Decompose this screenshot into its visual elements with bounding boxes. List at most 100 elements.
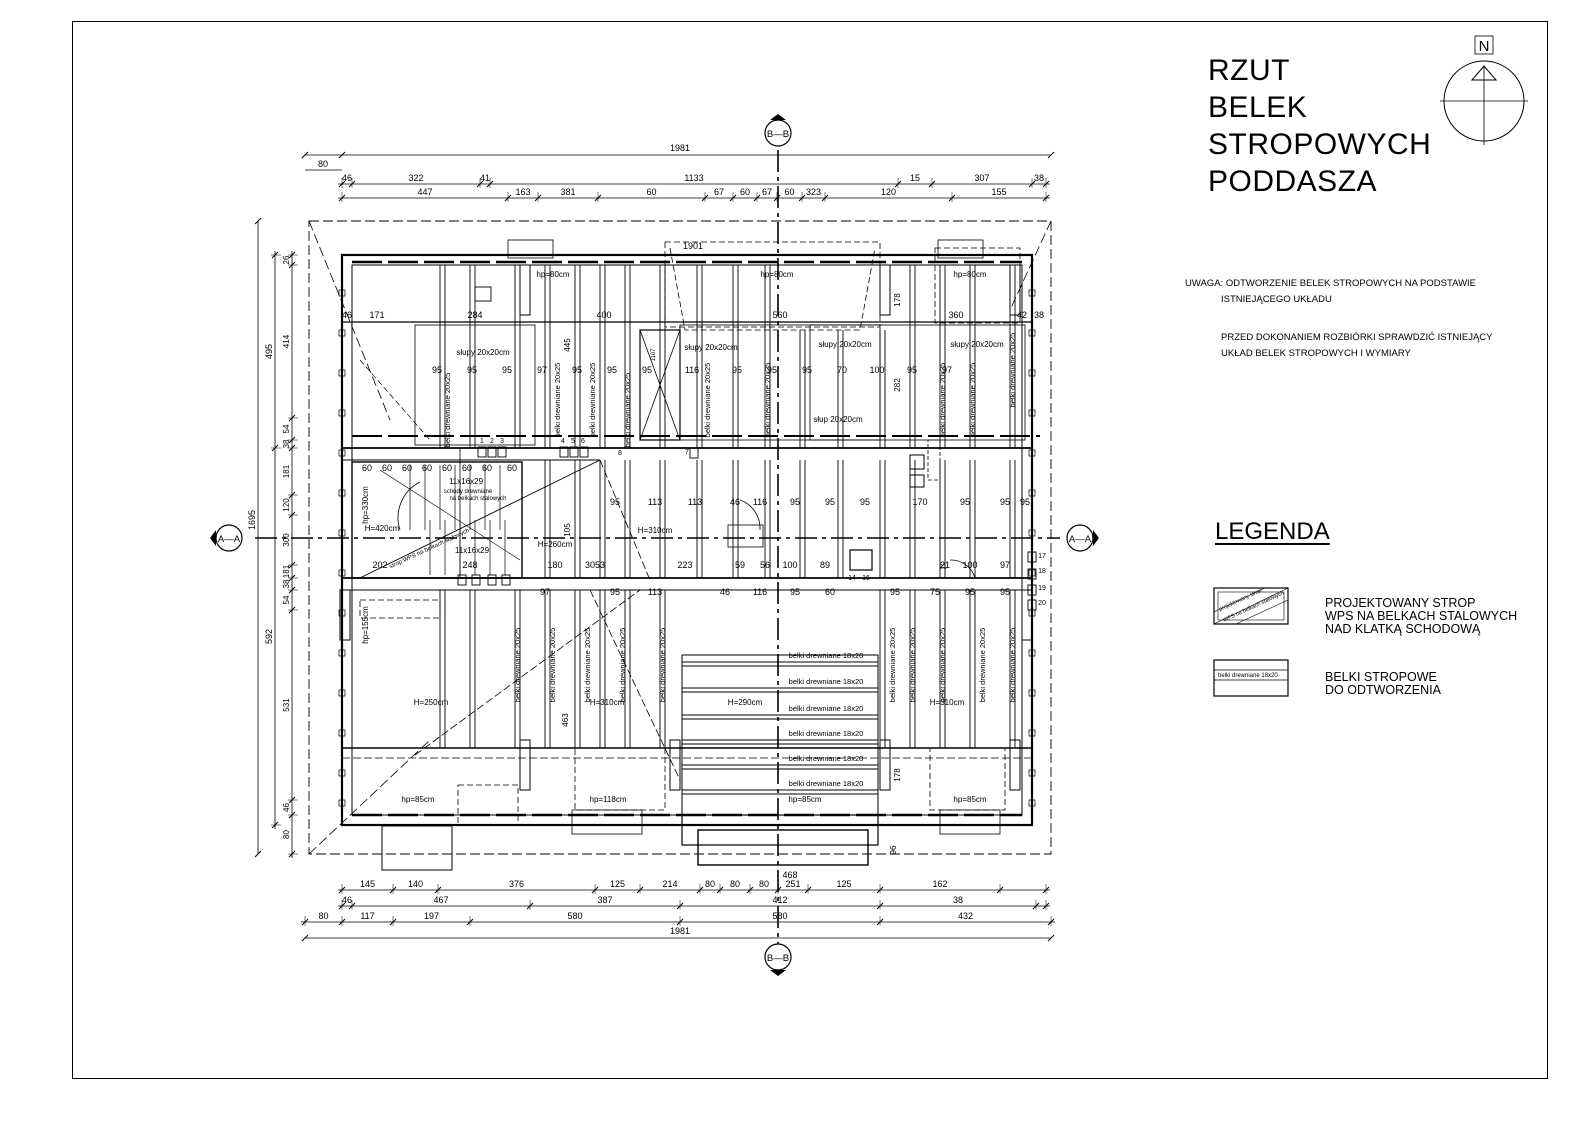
dim-span-row5: 95 [890, 587, 900, 597]
dim-left-inner-value: 531 [282, 698, 291, 712]
duct-box [1027, 568, 1037, 580]
dim-bottom-row1-value: 145 [360, 879, 375, 889]
section-marker-aa-left: A—A [210, 524, 243, 552]
north-arrow-icon [1440, 35, 1528, 145]
dim-span-row2: 60 [402, 463, 412, 473]
dim-span-row5: 113 [648, 587, 662, 597]
duct-box [501, 574, 511, 586]
label-beam-20x25-upper: belki drewniane 20x25 [623, 373, 632, 448]
note-line-1: UWAGA: ODTWORZENIE BELEK STROPOWYCH NA P… [1185, 278, 1477, 289]
wall-marker [338, 729, 346, 737]
legend-swatch-wps [1213, 587, 1289, 625]
wall-marker [1028, 529, 1036, 537]
dim-1901: 1901 [683, 241, 703, 251]
duct-box [579, 446, 589, 458]
dim-span-row5: 97 [540, 587, 550, 597]
dim-bottom-468: 468 [782, 870, 797, 880]
sheet-frame [72, 21, 1548, 1079]
dim-span-row5: 95 [790, 587, 800, 597]
dim-top-row1-value: 322 [408, 173, 423, 183]
title-line-4: PODDASZA [1208, 165, 1378, 198]
dim-left-inner-value: 120 [282, 498, 291, 512]
legend-item-wps-line-3: NAD KLATKĄ SCHODOWĄ [1325, 622, 1481, 636]
wall-marker [1028, 369, 1036, 377]
legend-swatch-beam-text: belki drewniane 18x20 [1218, 673, 1278, 679]
dim-inner-row: 284 [467, 310, 482, 320]
duct-box [477, 446, 487, 458]
dim-top-row2-value: 163 [515, 187, 530, 197]
label-slupy: słupy 20x20cm [456, 348, 510, 357]
dim-tick [254, 217, 262, 225]
dim-tick [301, 151, 309, 159]
dim-span-row3: 95 [960, 497, 970, 507]
dim-282: 282 [893, 378, 902, 392]
dim-span-row3: 95 [860, 497, 870, 507]
label-beam-18x20: belki drewniane 18x20 [789, 779, 864, 788]
dim-span-row3: 95 [790, 497, 800, 507]
dim-top-row1-value: 1133 [684, 173, 703, 183]
section-label-aa-right: A—A [1069, 534, 1092, 545]
label-slupy: słupy 20x20cm [818, 340, 872, 349]
dim-span-row2: 60 [442, 463, 452, 473]
post [519, 264, 531, 316]
duct-box [457, 574, 467, 586]
duct-box [471, 574, 481, 586]
dim-left-outer: 1695 [247, 510, 257, 530]
dim-span-row2: 60 [362, 463, 372, 473]
label-hp80: hp=80cm [953, 270, 986, 279]
dim-span-row4: 97 [1000, 560, 1010, 570]
dim-top-row2-value: 67 [714, 187, 724, 197]
dim-bottom-row1-value: 80 [730, 879, 740, 889]
duct-number: 14 [848, 575, 856, 582]
dim-span-row5: 116 [753, 587, 767, 597]
wall-marker [1028, 409, 1036, 417]
legend-item-beam-line-1: BELKI STROPOWE [1325, 670, 1437, 684]
dim-96: 96 [889, 845, 898, 854]
dim-span-row5: 60 [825, 587, 835, 597]
note-line-4: UKŁAD BELEK STROPOWYCH I WYMIARY [1221, 348, 1411, 359]
dim-span-row4: 202 [372, 560, 387, 570]
dim-top-row1-value: 38 [1034, 173, 1044, 183]
dim-span-row4: 100 [782, 560, 797, 570]
dim-inner-row: 38 [1034, 310, 1044, 320]
section-marker-aa-right: A—A [1066, 524, 1099, 552]
dim-span-row5: 95 [610, 587, 620, 597]
label-hp118: hp=118cm [590, 795, 627, 804]
duct-box [1027, 551, 1037, 563]
wall-marker [1028, 649, 1036, 657]
duct-box [559, 446, 569, 458]
wall-marker [338, 529, 346, 537]
dim-bottom-row2-value: 46 [342, 895, 352, 905]
dim-span-row4: 3053 [585, 560, 605, 570]
dim-span-row3: 113 [688, 497, 702, 507]
dim-span-row3: 95 [825, 497, 835, 507]
label-h260: H=260cm [538, 540, 573, 549]
label-beam-18x20: belki drewniane 18x20 [789, 704, 864, 713]
dim-bottom-row2-value: 38 [953, 895, 963, 905]
duct-number: 7 [685, 449, 689, 456]
label-h250: H=250cm [414, 698, 449, 707]
wall-marker [338, 289, 346, 297]
duct-box [1027, 599, 1037, 611]
dim-span-row5: 95 [965, 587, 975, 597]
wall-marker [338, 689, 346, 697]
post [879, 739, 891, 791]
dim-bottom-row3-value: 117 [360, 911, 374, 921]
dim-top-row1-value: 46 [342, 173, 352, 183]
dim-bottom-row1-value: 214 [662, 879, 677, 889]
post [1009, 739, 1021, 791]
label-beam-20x25-upper: belki drewniane 20x25 [588, 363, 597, 438]
dim-bottom-row3-value: 580 [567, 911, 582, 921]
wall-marker [338, 409, 346, 417]
legend-item-beam: BELKI STROPOWE DO ODTWORZENIA [1325, 671, 1441, 697]
wall-marker [338, 369, 346, 377]
label-beam-20x25-upper: belki drewniane 20x25 [763, 363, 772, 438]
wall-marker [1028, 769, 1036, 777]
label-beam-20x25-lower: belki drewniane 20x25 [888, 628, 897, 703]
dim-span-row3: 113 [648, 497, 662, 507]
duct-number: 5 [571, 438, 575, 445]
label-hp330: hp=330cm [361, 486, 370, 524]
wall-marker [338, 649, 346, 657]
dim-span-row3: 95 [610, 497, 620, 507]
legend-swatch-beam [1213, 659, 1289, 697]
